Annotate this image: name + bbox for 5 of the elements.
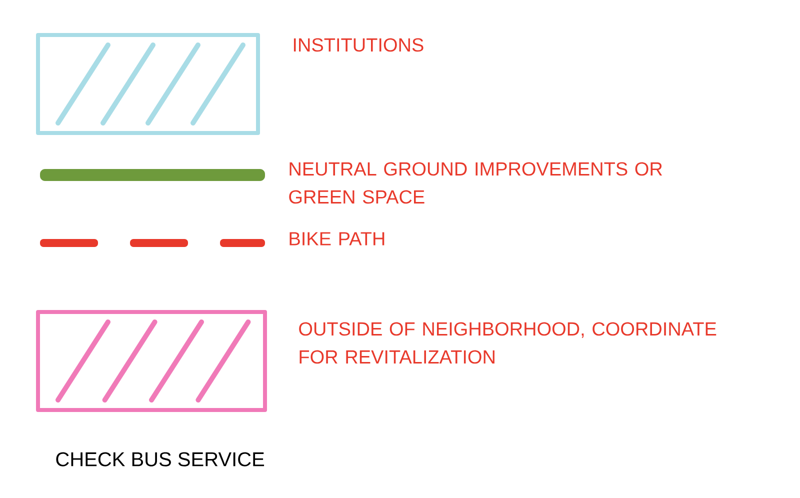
legend-text: NEUTRAL GROUND IMPROVEMENTS OR GREEN SPACE xyxy=(289,162,662,204)
note-text: CHECK BUS SERVICE xyxy=(56,452,264,466)
legend-text: OUTSIDE OF NEIGHBORHOOD, COORDINATE FOR REVITALIZATION xyxy=(299,322,716,364)
legend-text: INSTITUTIONS xyxy=(294,38,424,52)
legend-text: BIKE PATH xyxy=(290,232,384,246)
